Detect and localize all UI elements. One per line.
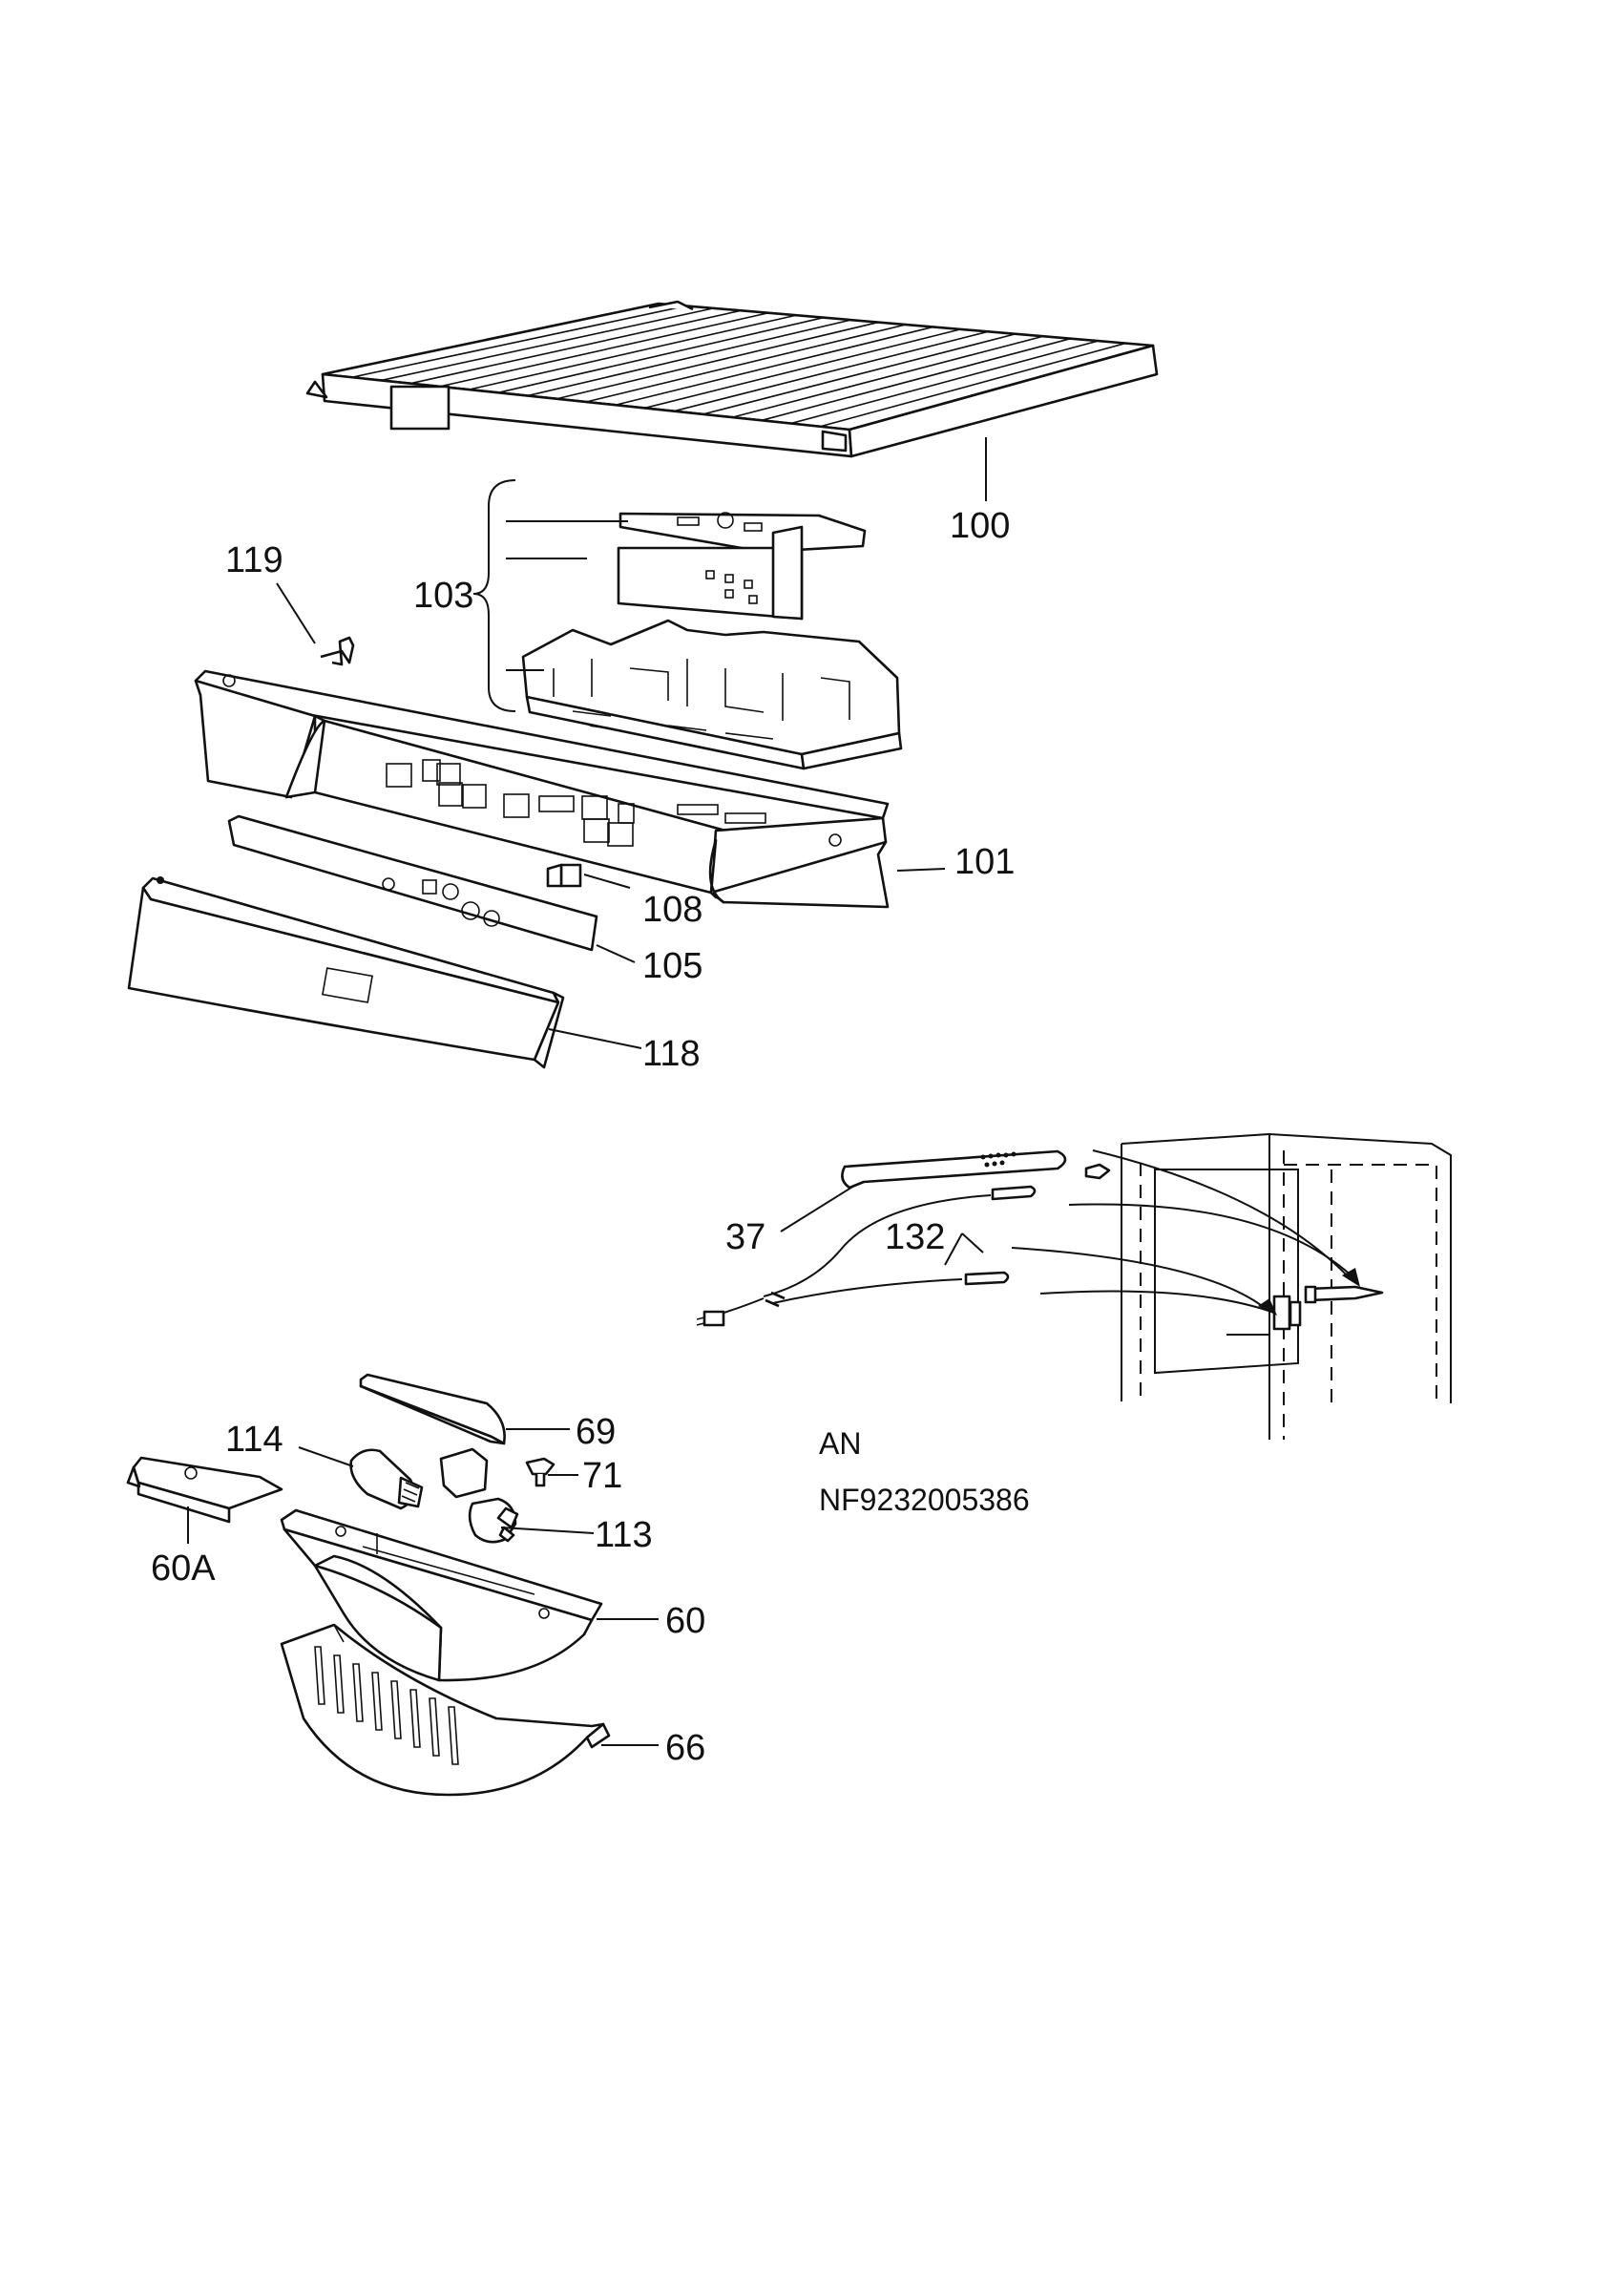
- label-101: 101: [954, 842, 1015, 882]
- grille-slot: [448, 1706, 459, 1765]
- caption-model: AN: [819, 1426, 861, 1461]
- part-114-lamp: [349, 1448, 424, 1510]
- grille-slot: [371, 1672, 383, 1731]
- label-100: 100: [950, 506, 1010, 546]
- leader-37: [780, 1185, 855, 1232]
- shelf-wire: [381, 307, 714, 382]
- leader-118: [548, 1028, 642, 1049]
- shelf-wire: [409, 309, 742, 385]
- part-60A-bracket: [126, 1456, 283, 1524]
- grille-slot: [352, 1663, 364, 1722]
- grille-slot: [314, 1646, 325, 1705]
- shelf-wire: [820, 342, 1126, 428]
- grille-slot: [333, 1654, 345, 1714]
- part-71-connector: [525, 1457, 555, 1487]
- grille-slot: [429, 1697, 440, 1757]
- part-37-sensor-probe: [841, 1149, 1384, 1304]
- leader-105: [596, 944, 636, 963]
- part-103-control-module: [521, 512, 903, 770]
- label-113: 113: [595, 1515, 653, 1555]
- shelf-wire: [469, 314, 797, 390]
- part-100-wire-shelf: [305, 300, 1159, 458]
- part-69-lamp-cover: [359, 1373, 506, 1445]
- shelf-wire: [585, 324, 907, 403]
- shelf-wire: [702, 333, 1017, 415]
- leader-108: [583, 874, 631, 889]
- routing-arrows: [1011, 1149, 1360, 1316]
- grille-slot: [409, 1689, 421, 1748]
- label-132: 132: [885, 1217, 945, 1257]
- caption-code: NF9232005386: [819, 1483, 1030, 1517]
- shelf-wire: [790, 340, 1099, 425]
- label-103: 103: [413, 576, 473, 616]
- label-119: 119: [225, 540, 283, 580]
- label-118: 118: [642, 1034, 701, 1074]
- part-108-knob: [546, 863, 582, 888]
- shelf-wire: [439, 311, 769, 388]
- leader-132b: [944, 1232, 963, 1266]
- label-60A: 60A: [151, 1548, 216, 1589]
- shelf-wire: [673, 330, 989, 412]
- part-66-grille-cover: [280, 1623, 611, 1797]
- leader-114: [298, 1446, 354, 1467]
- part-119-clip: [320, 636, 355, 666]
- shelf-wire: [644, 328, 961, 410]
- shelf-wire: [351, 305, 686, 379]
- part-118-front-cover: [127, 876, 565, 1069]
- label-37: 37: [725, 1217, 765, 1257]
- shelf-wire: [761, 337, 1071, 422]
- part-132-sensor-cables: [696, 1185, 1037, 1327]
- leader-113: [500, 1527, 595, 1534]
- leader-101: [896, 868, 946, 872]
- part-101-control-housing: [194, 669, 890, 909]
- shelf-wire: [615, 326, 933, 406]
- label-105: 105: [642, 946, 702, 986]
- label-114: 114: [225, 1420, 283, 1460]
- grille-slot: [390, 1680, 402, 1739]
- part-105-symbol-strip: [227, 814, 598, 952]
- part-60-lamp-housing: [280, 1508, 603, 1682]
- cabinet-outline: [1121, 1132, 1452, 1440]
- leader-119: [276, 582, 316, 644]
- shelf-wire: [556, 321, 879, 400]
- label-108: 108: [642, 890, 702, 930]
- shelf-wire: [497, 316, 824, 394]
- label-69: 69: [576, 1412, 616, 1452]
- label-60: 60: [665, 1601, 705, 1641]
- label-66: 66: [665, 1728, 705, 1768]
- bracket-103: [472, 479, 516, 712]
- shelf-wire: [732, 335, 1044, 418]
- part-113-lamp-holder: [439, 1447, 519, 1544]
- shelf-wire: [527, 319, 851, 397]
- label-71: 71: [582, 1456, 622, 1496]
- leader-132a: [961, 1232, 984, 1253]
